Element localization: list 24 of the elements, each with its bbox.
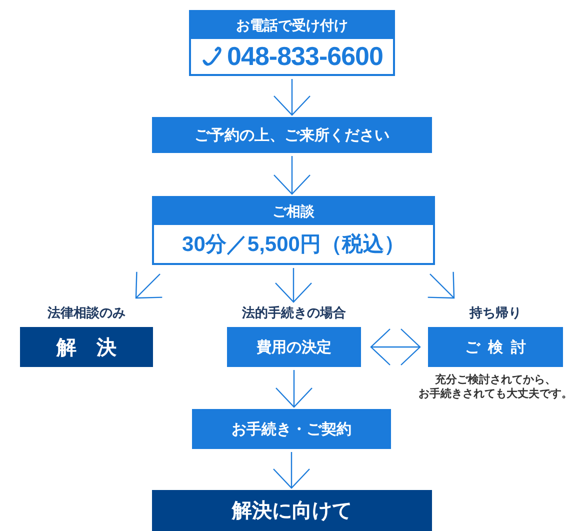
step-box: ご予約の上、ご来所ください (152, 117, 432, 153)
step-box: 費用の決定 (227, 327, 361, 367)
fee-text: 30分／5,500円（税込） (182, 232, 405, 258)
arrow (275, 370, 313, 408)
arrow (135, 271, 163, 299)
step-box: 解決に向けて (152, 490, 432, 531)
note-text: 充分ご検討されてから、お手続きされても大丈夫です。 (418, 373, 574, 401)
step-heading: 持ち帰り (468, 305, 522, 322)
arrow (427, 271, 455, 299)
step-box: ご 検 討 (428, 327, 563, 367)
arrow (273, 156, 311, 195)
phone-number: 048-833-6600 (227, 41, 383, 72)
step-box: お手続き・ご契約 (192, 409, 391, 449)
arrow (272, 452, 310, 489)
step-box: 解 決 (20, 327, 153, 367)
step-box (189, 10, 395, 76)
step-heading: お電話で受け付け (191, 12, 393, 39)
step-box (152, 196, 435, 265)
arrow (274, 268, 312, 303)
step-heading: 法律相談のみ (46, 305, 126, 322)
step-heading: 法的手続きの場合 (241, 304, 347, 322)
arrow (273, 79, 311, 116)
arrow (370, 328, 421, 366)
step-heading: ご相談 (154, 198, 433, 225)
